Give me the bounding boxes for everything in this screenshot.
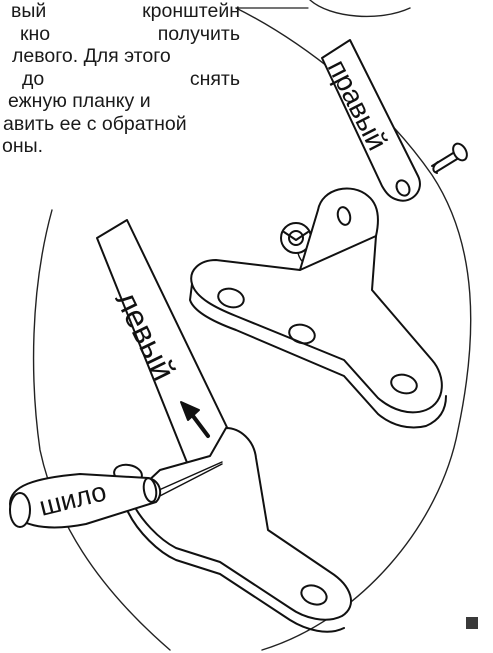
lower-bracket xyxy=(113,427,352,633)
screw-pin xyxy=(431,142,468,174)
clip-washer xyxy=(280,222,319,271)
direction-arrow xyxy=(180,401,210,438)
instruction-line-4: до снять xyxy=(22,67,240,90)
right-plank xyxy=(321,39,421,202)
top-callout-arc xyxy=(309,0,411,18)
instruction-line-1: вый кронштейн xyxy=(11,0,240,22)
instruction-line-2: кно получить xyxy=(20,22,240,45)
upper-bracket xyxy=(189,187,447,429)
instruction-line-5: ежную планку и xyxy=(8,90,151,112)
instruction-line-6: авить ее с обратной xyxy=(3,112,187,135)
instruction-text: вый кронштейн кно получить левого. Для э… xyxy=(0,0,240,158)
detail-callout-outline-left xyxy=(32,209,171,651)
end-marker-square xyxy=(466,617,478,629)
instruction-line-7: оны. xyxy=(2,135,44,157)
awl-tool xyxy=(9,461,223,529)
instruction-line-3: левого. Для этого xyxy=(12,45,171,67)
